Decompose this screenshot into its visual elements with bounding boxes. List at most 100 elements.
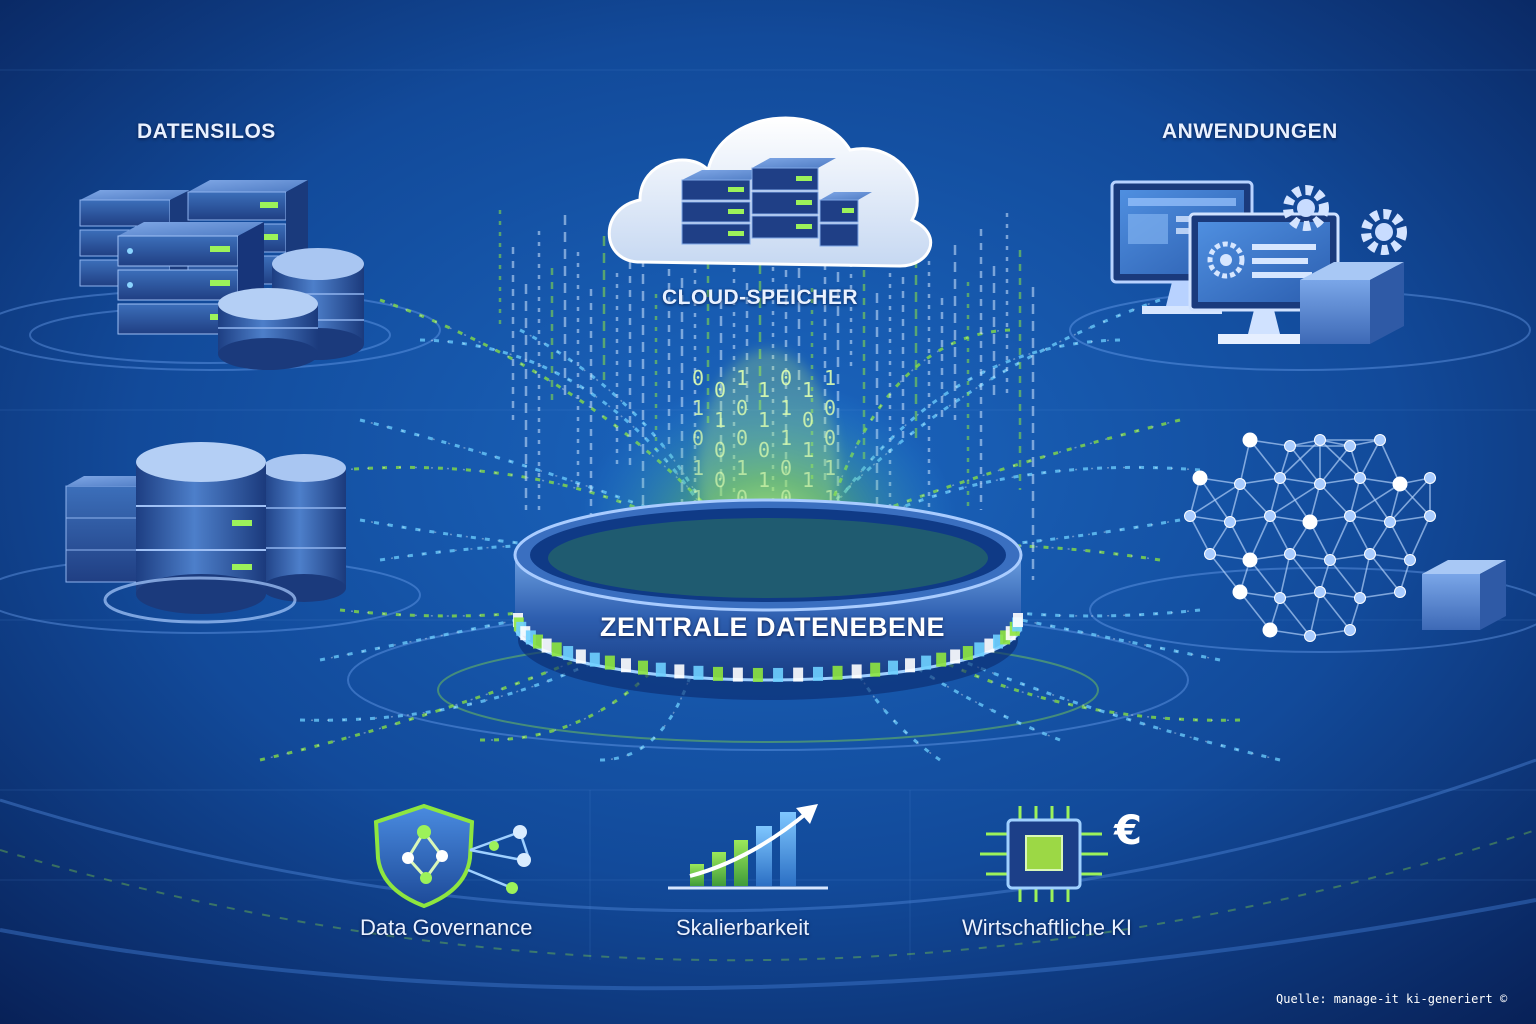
network-node — [1262, 622, 1278, 638]
binary-digit: 0 — [692, 426, 704, 450]
ring-light — [712, 666, 723, 681]
binary-digit: 1 — [758, 378, 770, 402]
ring-light — [793, 667, 804, 682]
bar-chart-growth-icon — [668, 804, 828, 890]
shield-network-icon — [373, 803, 531, 909]
network-link — [1319, 445, 1351, 485]
binary-digit: 1 — [824, 366, 836, 390]
ring-light — [752, 667, 763, 682]
binary-digit: 0 — [736, 426, 748, 450]
label-datensilos: DATENSILOS — [137, 120, 276, 143]
network-link — [1349, 477, 1361, 517]
ring-light — [905, 658, 916, 673]
network-link — [1189, 483, 1241, 517]
network-node — [1264, 510, 1276, 522]
data-stream — [826, 338, 1121, 517]
network-node — [1314, 434, 1326, 446]
ring-light — [992, 634, 1003, 649]
label-zentrale-datenebene: ZENTRALE DATENEBENE — [600, 612, 946, 642]
data-stream — [339, 465, 709, 544]
bottom-arcs — [0, 758, 1536, 991]
network-node — [1384, 516, 1396, 528]
binary-digit: 0 — [780, 366, 792, 390]
network-node — [1354, 472, 1366, 484]
network-node — [1274, 472, 1286, 484]
label-skalierbarkeit: Skalierbarkeit — [676, 915, 810, 940]
network-node — [1224, 516, 1236, 528]
network-link — [1249, 439, 1281, 479]
network-link — [1359, 553, 1371, 599]
ring-light — [575, 649, 586, 664]
binary-digit: 0 — [714, 468, 726, 492]
binary-digit: 1 — [692, 456, 704, 480]
network-link — [1319, 591, 1361, 599]
applications-monitors — [1110, 180, 1407, 344]
ring-light — [962, 646, 973, 661]
network-link — [1209, 521, 1231, 555]
network-link — [1349, 483, 1401, 517]
network-node — [1184, 510, 1196, 522]
network-node — [1404, 554, 1416, 566]
network-link — [1389, 477, 1431, 523]
network-node — [1242, 552, 1258, 568]
network-node — [1314, 478, 1326, 490]
network-link — [1239, 591, 1271, 631]
network-link — [1329, 515, 1351, 561]
binary-digit: 1 — [802, 378, 814, 402]
ring-light — [551, 642, 562, 657]
network-link — [1229, 483, 1241, 523]
network-node — [1284, 440, 1296, 452]
binary-digit: 0 — [802, 408, 814, 432]
binary-digit: 0 — [692, 366, 704, 390]
ring-light — [693, 665, 704, 680]
network-link — [1289, 445, 1321, 485]
network-link — [1239, 477, 1281, 485]
network-link — [1189, 515, 1211, 555]
network-node — [1192, 470, 1208, 486]
network-node — [1424, 510, 1436, 522]
network-link — [1349, 515, 1391, 523]
cloud-storage — [607, 116, 933, 268]
binary-digit: 1 — [780, 396, 792, 420]
ring-light — [541, 638, 552, 653]
binary-digit: 1 — [758, 408, 770, 432]
network-node — [1374, 434, 1386, 446]
binary-digit: 1 — [736, 366, 748, 390]
network-node — [1364, 548, 1376, 560]
data-stream — [419, 338, 710, 517]
network-link — [1329, 553, 1371, 561]
network-link — [1289, 553, 1331, 561]
network-link — [1249, 515, 1271, 561]
ring-light — [888, 660, 898, 675]
network-link — [1269, 483, 1321, 517]
data-stream — [259, 598, 709, 762]
network-link — [1279, 553, 1291, 599]
network-link — [1329, 559, 1361, 599]
ring-light — [620, 658, 631, 673]
ring-light — [813, 666, 824, 681]
network-node — [1314, 586, 1326, 598]
data-stream — [827, 598, 1281, 762]
network-link — [1369, 521, 1391, 555]
binary-digit: 0 — [736, 396, 748, 420]
data-stream — [827, 568, 1201, 618]
network-node — [1304, 630, 1316, 642]
network-link — [1209, 553, 1241, 593]
binary-digit: 0 — [824, 396, 836, 420]
network-node — [1354, 592, 1366, 604]
network-link — [1289, 553, 1321, 593]
ring-light — [1013, 613, 1023, 627]
binary-digit: 1 — [758, 468, 770, 492]
ring-light — [851, 664, 862, 679]
label-wirtschaftliche-ki: Wirtschaftliche KI — [962, 915, 1132, 940]
ring-light — [533, 634, 544, 649]
chip-euro-icon: € — [980, 806, 1142, 902]
network-node — [1344, 624, 1356, 636]
binary-digit: 1 — [802, 438, 814, 462]
ring-light — [1000, 630, 1011, 645]
network-link — [1319, 477, 1361, 485]
binary-digit: 1 — [780, 426, 792, 450]
data-stream-highlight — [827, 579, 1221, 661]
binary-digit: 0 — [824, 426, 836, 450]
